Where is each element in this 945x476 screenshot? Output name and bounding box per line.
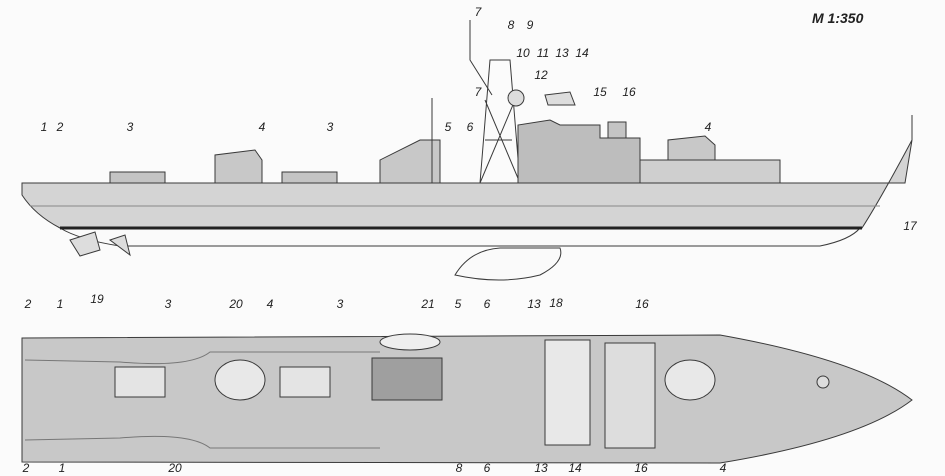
launcher-box xyxy=(607,121,627,139)
callout-1: 1 xyxy=(56,297,64,311)
callout-14: 14 xyxy=(575,46,589,60)
callout-21: 21 xyxy=(421,297,435,311)
profile-view xyxy=(21,20,913,281)
callout-4: 4 xyxy=(704,120,712,134)
callout-1: 1 xyxy=(40,120,48,134)
callout-6: 6 xyxy=(483,461,491,475)
underwater-hull xyxy=(58,227,862,247)
lattice-mast xyxy=(479,59,521,184)
fwd-deckhouse-plan xyxy=(604,342,656,449)
rail-track xyxy=(24,351,380,449)
propeller xyxy=(69,231,131,257)
callout-10: 10 xyxy=(516,46,530,60)
fwd-turret-plan xyxy=(664,359,716,401)
callout-16: 16 xyxy=(634,461,648,475)
callout-3: 3 xyxy=(326,120,334,134)
mid-deckhouse xyxy=(379,139,441,184)
callout-4: 4 xyxy=(719,461,727,475)
callout-2: 2 xyxy=(56,120,64,134)
mast-arm xyxy=(469,20,493,96)
launcher-aft xyxy=(109,171,166,184)
callout-7: 7 xyxy=(474,85,482,99)
aft-turret-plan xyxy=(214,359,266,401)
callout-19: 19 xyxy=(90,292,104,306)
launcher-fwd xyxy=(281,171,338,184)
mid-structure-plan xyxy=(371,357,443,401)
aft-turret xyxy=(214,149,263,184)
callout-12: 12 xyxy=(534,68,548,82)
callout-1: 1 xyxy=(58,461,66,475)
fwd-deckhouse xyxy=(639,159,781,184)
deck-outline xyxy=(21,334,913,464)
launcher-grids xyxy=(114,366,331,398)
boat xyxy=(379,333,441,351)
scale-label: M 1:350 xyxy=(812,10,864,26)
callout-20: 20 xyxy=(168,461,182,475)
radar-antenna xyxy=(544,91,576,106)
plan-view xyxy=(21,333,913,464)
callout-13: 13 xyxy=(555,46,569,60)
callout-18: 18 xyxy=(549,296,563,310)
callout-11: 11 xyxy=(536,46,550,60)
callout-5: 5 xyxy=(444,120,452,134)
callout-3: 3 xyxy=(164,297,172,311)
callout-17: 17 xyxy=(903,219,917,233)
callout-3: 3 xyxy=(126,120,134,134)
callout-2: 2 xyxy=(22,461,30,475)
capstan xyxy=(816,375,830,389)
callout-7: 7 xyxy=(474,5,482,19)
callout-5: 5 xyxy=(454,297,462,311)
callout-4: 4 xyxy=(266,297,274,311)
callout-6: 6 xyxy=(483,297,491,311)
sonar-dome xyxy=(454,247,562,281)
callout-16: 16 xyxy=(622,85,636,99)
callout-20: 20 xyxy=(229,297,243,311)
hull xyxy=(21,139,913,229)
callout-15: 15 xyxy=(593,85,607,99)
callout-9: 9 xyxy=(526,18,534,32)
callout-8: 8 xyxy=(455,461,463,475)
callout-8: 8 xyxy=(507,18,515,32)
callout-6: 6 xyxy=(466,120,474,134)
callout-13: 13 xyxy=(527,297,541,311)
radar-dome xyxy=(507,89,525,107)
callout-3: 3 xyxy=(336,297,344,311)
callout-14: 14 xyxy=(568,461,582,475)
bridge-plan xyxy=(544,339,591,446)
callout-4: 4 xyxy=(258,120,266,134)
callout-2: 2 xyxy=(24,297,32,311)
callout-16: 16 xyxy=(635,297,649,311)
callout-13: 13 xyxy=(534,461,548,475)
